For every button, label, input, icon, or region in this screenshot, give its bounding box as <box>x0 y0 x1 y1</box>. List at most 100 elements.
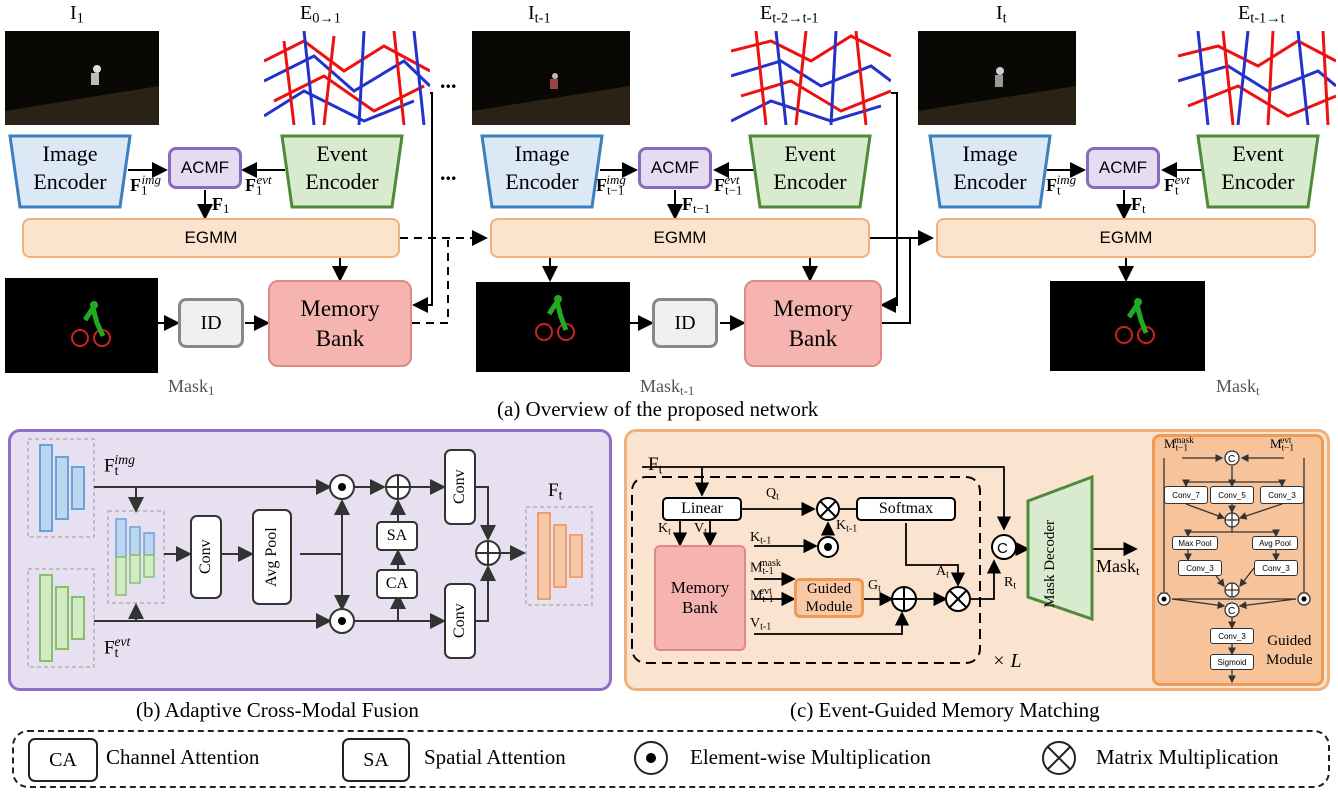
frame-label-3: It <box>996 2 1007 27</box>
mask-label-2: Maskt-1 <box>640 376 695 399</box>
id-block-1: ID <box>178 298 244 348</box>
egmm-label-mask-out: Maskt <box>1096 556 1140 579</box>
egmm-label-mmask: Mt-1mask <box>750 558 781 578</box>
mask-image-3 <box>1050 281 1205 371</box>
legend-elem-text: Element-wise Multiplication <box>690 745 931 769</box>
acmf-label-fout: Ft <box>548 480 563 503</box>
id-block-2: ID <box>652 298 718 348</box>
egmm-mask-decoder: Mask Decoder <box>1042 520 1058 608</box>
legend-mat-text: Matrix Multiplication <box>1096 745 1279 769</box>
event-frame-3 <box>1178 31 1336 125</box>
egmm-label-r: Rt <box>1004 575 1017 592</box>
acmf-block-1: ACMF <box>168 147 242 189</box>
feat-evt-1: F1evt <box>245 172 272 198</box>
egmm-block-1: EGMM <box>22 218 400 258</box>
gm-conv5: Conv_5 <box>1210 486 1254 504</box>
acmf-diagram <box>27 438 593 668</box>
gm-conv7: Conv_7 <box>1164 486 1208 504</box>
mask-label-3: Maskt <box>1216 376 1260 399</box>
caption-a: (a) Overview of the proposed network <box>497 397 819 421</box>
gm-sigmoid: Sigmoid <box>1210 654 1254 670</box>
acmf-avgpool: Avg Pool <box>252 509 292 605</box>
image-encoder-2 <box>480 134 604 209</box>
egmm-label-mevt: Mt-1evt <box>750 586 774 606</box>
acmf-block-2: ACMF <box>638 147 712 189</box>
acmf-label-fimg: Ftimg <box>104 452 135 478</box>
egmm-label-g: Gt <box>868 578 881 595</box>
gm-conv3-a: Conv_3 <box>1260 486 1304 504</box>
svg-text:C: C <box>1228 606 1235 617</box>
frame-label-1: I1 <box>70 2 84 27</box>
feat-img-3: Ftimg <box>1046 172 1077 198</box>
image-frame-1 <box>5 31 159 125</box>
event-frame-2 <box>731 31 891 125</box>
ellipsis-mid: ... <box>440 160 457 185</box>
gm-avgpool: Avg Pool <box>1252 536 1298 550</box>
feat-evt-3: Ftevt <box>1164 172 1190 198</box>
egmm-label-ft: Ft <box>648 454 663 477</box>
svg-text:C: C <box>997 540 1008 557</box>
egmm-linear: Linear <box>662 497 742 521</box>
egmm-label-a: At <box>936 564 949 581</box>
feat-fused-2: Ft−1 <box>682 194 711 217</box>
event-encoder-2 <box>748 134 872 209</box>
feat-fused-3: Ft <box>1131 194 1146 217</box>
egmm-label-ktm1-top: Kt-1 <box>836 518 858 535</box>
gm-maxpool: Max Pool <box>1172 536 1218 550</box>
overview-connectors <box>128 92 1205 331</box>
acmf-conv-2: Conv <box>444 449 476 525</box>
feat-img-1: F1img <box>130 172 161 198</box>
matrix-mult-icon <box>1042 741 1076 775</box>
event-label-2: Et-2→t-1 <box>760 2 819 27</box>
gm-conv3-b: Conv_3 <box>1178 560 1222 576</box>
egmm-label-vtm1: Vt-1 <box>750 616 772 633</box>
egmm-block-2: EGMM <box>490 218 870 258</box>
event-frame-1 <box>264 31 430 125</box>
element-wise-icon <box>634 741 668 775</box>
event-label-3: Et-1→t <box>1238 2 1285 27</box>
acmf-block-3: ACMF <box>1086 147 1160 189</box>
feat-evt-2: Ft−1evt <box>714 172 743 198</box>
ellipsis-top: ... <box>440 68 457 93</box>
egmm-softmax: Softmax <box>856 497 956 521</box>
legend-ca-box: CA <box>28 738 98 782</box>
acmf-label-fevt: Ftevt <box>104 634 131 660</box>
caption-c: (c) Event-Guided Memory Matching <box>790 698 1100 722</box>
caption-b: (b) Adaptive Cross-Modal Fusion <box>136 698 419 722</box>
mask-label-1: Mask1 <box>168 376 215 399</box>
image-frame-3 <box>918 31 1076 125</box>
acmf-ca: CA <box>376 569 418 599</box>
event-encoder-1 <box>280 134 404 209</box>
mask-image-1 <box>5 278 158 373</box>
egmm-label-ktm1: Kt-1 <box>750 530 772 547</box>
legend <box>12 730 1330 788</box>
egmm-label-v: Vt <box>694 521 707 538</box>
image-frame-2 <box>472 31 630 125</box>
feat-img-2: Ft−1img <box>596 172 626 198</box>
egmm-diagram: C <box>631 466 1138 664</box>
egmm-label-q: Qt <box>766 486 779 503</box>
image-encoder-1 <box>8 134 132 209</box>
frame-label-2: It-1 <box>528 2 551 27</box>
egmm-label-k: Kt <box>658 521 671 538</box>
gm-conv3-d: Conv_3 <box>1210 628 1254 644</box>
legend-sa-text: Spatial Attention <box>424 745 566 769</box>
acmf-conv-1: Conv <box>190 515 222 599</box>
egmm-block-3: EGMM <box>936 218 1316 258</box>
svg-text:C: C <box>1228 454 1235 465</box>
egmm-label-times-l: × L <box>992 650 1022 672</box>
legend-sa-box: SA <box>342 738 410 782</box>
acmf-conv-3: Conv <box>444 583 476 659</box>
event-encoder-3 <box>1196 134 1320 209</box>
